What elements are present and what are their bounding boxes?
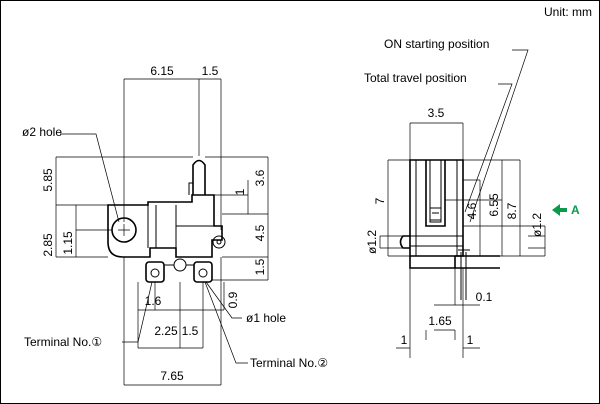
dim-1: 1 (233, 188, 247, 195)
dim-1-5-right: 1.5 (253, 258, 267, 275)
dim-4-6: 4.6 (465, 202, 479, 219)
dim-dia-1-2-right: ø1.2 (530, 213, 544, 237)
dim-1-5-bottom: 1.5 (182, 324, 199, 338)
dim-2-25: 2.25 (154, 324, 178, 338)
right-view-labels: ON starting position Total travel positi… (364, 37, 580, 347)
label-terminal-1: Terminal No.① (24, 335, 102, 349)
dim-1-15: 1.15 (61, 231, 75, 255)
dim-7: 7 (373, 197, 387, 204)
label-on-starting-position: ON starting position (384, 37, 489, 51)
view-arrow-icon (552, 204, 567, 216)
dim-2-85: 2.85 (41, 233, 55, 257)
dim-5-85: 5.85 (41, 168, 55, 192)
dim-6-55: 6.55 (487, 193, 501, 217)
right-view-switch-body (399, 159, 500, 300)
unit-label: Unit: mm (544, 5, 592, 19)
label-terminal-2: Terminal No.② (250, 356, 328, 370)
dim-1-65: 1.65 (428, 314, 452, 328)
dim-1-right: 1 (467, 333, 474, 347)
dim-0-1: 0.1 (476, 290, 493, 304)
dim-1-left: 1 (401, 333, 408, 347)
left-view-switch-body (107, 159, 226, 283)
dim-0-9: 0.9 (226, 291, 240, 308)
left-view-labels: 6.15 1.5 ø2 hole 5.85 2.85 1.15 3.6 1 4.… (22, 64, 328, 383)
dim-4-5: 4.5 (253, 224, 267, 241)
dim-6-15: 6.15 (150, 64, 174, 78)
dim-1-6: 1.6 (145, 294, 162, 308)
right-view-dimensions (379, 49, 546, 358)
dim-7-65: 7.65 (160, 369, 184, 383)
left-view-dimensions (55, 78, 269, 386)
view-arrow-label: A (571, 203, 580, 217)
label-hole-large: ø2 hole (22, 125, 62, 139)
label-hole-small: ø1 hole (246, 311, 286, 325)
dim-dia-1-2-left: ø1.2 (365, 230, 379, 254)
dim-3-6: 3.6 (253, 169, 267, 186)
dim-3-5: 3.5 (428, 106, 445, 120)
dim-1-5-top: 1.5 (202, 64, 219, 78)
label-total-travel-position: Total travel position (364, 71, 467, 85)
dim-8-7: 8.7 (505, 202, 519, 219)
